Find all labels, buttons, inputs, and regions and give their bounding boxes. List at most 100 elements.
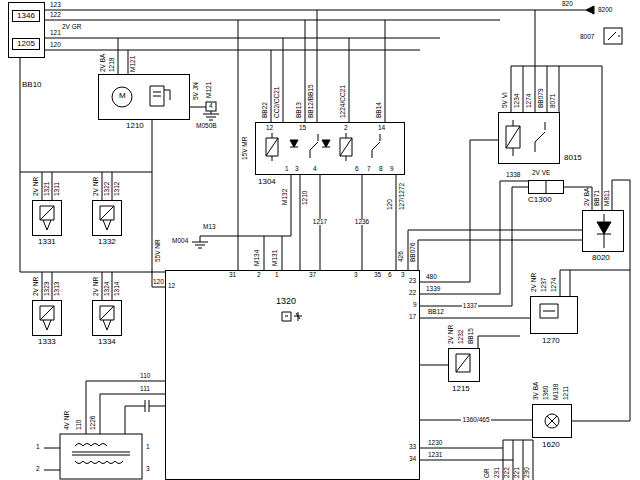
wire-label: 1360 [543, 386, 550, 400]
wire-label: M [119, 92, 126, 100]
diode-symbol [322, 147, 330, 148]
wire-label: 1337 [462, 303, 478, 310]
wire-label: 1232 [458, 330, 465, 344]
diode-symbol [322, 140, 330, 147]
diode-symbol [597, 214, 611, 248]
wire-label: M121 [130, 56, 137, 72]
wire-label: 1236 [354, 219, 370, 226]
wire-label: 1324 [104, 282, 111, 296]
wire-label: 230 [524, 467, 531, 478]
wire-label: BB12 [428, 309, 444, 316]
wire-label: 37 [309, 272, 316, 279]
wire-label: 1313 [54, 282, 61, 296]
injector: 1331 [32, 200, 62, 236]
wire-label: 9 [390, 166, 394, 173]
solenoid-valve: 1215 [448, 348, 480, 382]
wire-label: 9 [413, 302, 417, 309]
component-number: 1210 [126, 122, 144, 130]
wire [20, 10, 630, 480]
wire-label: 1231 [428, 452, 442, 459]
wire-label: 3 [401, 272, 405, 279]
wire-label: M134 [254, 250, 261, 266]
wire-label: 2 [344, 125, 348, 132]
ground-symbol [192, 111, 219, 248]
wire-label: 1226 [90, 416, 97, 430]
wire-label: CC2/CC21 [274, 87, 281, 118]
bus-wire [45, 10, 586, 50]
component-number: 1332 [98, 238, 116, 246]
diode-symbol [290, 140, 298, 147]
injector: 1333 [32, 300, 62, 336]
wire-label: 1218 [109, 58, 116, 72]
wire-label: BB12/BB15 [308, 84, 315, 118]
fuse-box: 1346 [12, 10, 40, 22]
wire-label: 5V JN [193, 82, 200, 100]
coil-box [60, 434, 142, 479]
wire-label: 1 [285, 166, 289, 173]
wire-label: 6 [355, 166, 359, 173]
wire-label: 2V NR [93, 277, 100, 296]
wire-label: 1339 [426, 286, 440, 293]
injector: 1332 [92, 200, 122, 236]
wire-label: 5V VI [502, 92, 509, 108]
wire-label: 120 [387, 199, 394, 210]
component-number: 1334 [98, 338, 116, 346]
wire-label: BB13 [296, 102, 303, 118]
injector: 1334 [92, 300, 122, 336]
wire-label: 3V BA [533, 382, 540, 400]
wire-label: 8200 [598, 7, 612, 14]
relay: 8015 [498, 112, 560, 164]
solenoid-symbol [456, 354, 470, 372]
wire-label: M004 [172, 238, 188, 245]
wire-label: 2 [257, 272, 261, 279]
injector-symbol [40, 206, 114, 330]
component-number: 1320 [276, 297, 296, 306]
wire-label: 1322 [104, 182, 111, 196]
component-number: C1300 [528, 196, 552, 204]
wire-label: 820 [562, 1, 573, 8]
wire-label: 15 [299, 125, 306, 132]
component-number: 1620 [542, 441, 560, 449]
pump-motor: 1210 [98, 74, 190, 120]
wire-label: 120 [153, 279, 164, 286]
wire-label: 1 [146, 444, 150, 451]
wire-label: 8 [379, 166, 383, 173]
capacitor-symbol [145, 400, 149, 412]
wire-connector [420, 318, 530, 319]
component-number: 1304 [258, 178, 276, 186]
heater: 1270 [530, 296, 578, 334]
wire-connector [420, 187, 528, 306]
switch-symbol [604, 28, 622, 44]
wire-label: 111 [140, 386, 150, 393]
wire-label: M132 [282, 189, 289, 205]
wire-label: 1321 [44, 182, 51, 196]
wire-label: 2V BA [584, 188, 591, 206]
wire-label: 4V NR [64, 411, 71, 430]
wire-label: 6 [388, 272, 392, 279]
arrow-symbol [586, 6, 594, 14]
wire-label: BB22 [262, 102, 269, 118]
switch-symbol [608, 32, 620, 40]
ecu-icon [282, 312, 302, 321]
wire-label: 1224/CC21 [340, 85, 347, 118]
wire-label: 3 [146, 466, 150, 473]
wire-label: 2V GR [62, 24, 82, 31]
component-number: 1215 [452, 385, 470, 393]
coil-symbol [72, 444, 130, 464]
wire-label: 17 [409, 314, 416, 321]
component-number: 1331 [38, 238, 56, 246]
wire-label: 1210 [302, 191, 309, 205]
component-number: 8015 [564, 154, 582, 162]
wire-label: 1274 [526, 94, 533, 108]
wire-label: 23 [409, 278, 416, 285]
component-number: 1333 [38, 338, 56, 346]
diode-symbol [597, 222, 611, 234]
component-number: 1270 [542, 337, 560, 345]
wire-label: BB079 [538, 88, 545, 108]
wire-label: 1314 [114, 282, 121, 296]
wire-label: M121 [206, 82, 213, 98]
wire-label: 1 [36, 444, 40, 451]
wire-label: M138 [553, 384, 560, 400]
